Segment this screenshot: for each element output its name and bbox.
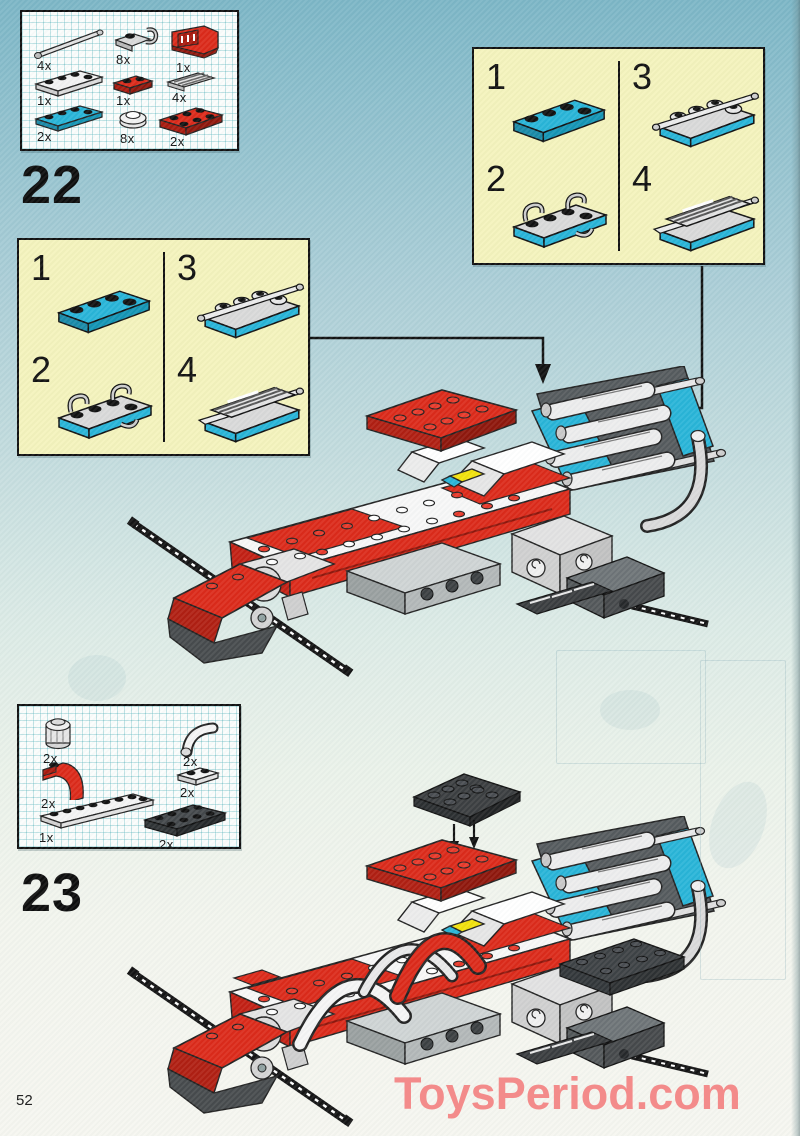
substeps-divider [163,252,165,442]
part-dark-plate-2x4: 2x [141,794,233,852]
substep-number: 4 [632,158,653,199]
part-qty: 1x [176,60,191,75]
substep-1-assembly-icon [506,77,614,149]
ghost-bleedthrough-blob [600,690,660,730]
part-qty: 8x [116,52,131,67]
part-qty: 1x [116,93,131,108]
page-edge-shadow [791,0,800,1136]
part-qty: 1x [37,93,52,108]
parts-box-step23: 2x 2x 2x 2x [17,704,241,852]
clip-plate-icon [114,27,159,52]
placement-plate-step23 [412,773,522,853]
part-qty: 2x [183,754,198,769]
part-qty: 2x [159,837,174,852]
antenna-rod-icon [34,29,104,59]
substep-3: 3 [169,250,307,350]
part-qty: 2x [43,751,58,766]
step-number-23: 23 [21,863,84,923]
substep-3-assembly-icon [197,268,309,342]
part-white-plate-1x2: 2x [174,761,226,800]
substep-number: 2 [486,158,507,199]
part-red-arch-brick: 2x [37,756,93,811]
substeps-box-left: 1 3 2 4 [17,238,310,456]
model-illustration-step22 [112,366,732,686]
part-qty: 1x [39,830,54,845]
red-plate-2x3-icon [157,107,225,136]
substep-1-assembly-icon [51,268,159,340]
part-red-bracket: 1x [164,20,226,75]
parts-box-step22: 4x 8x 1x [20,10,239,151]
part-blue-plate-1x4: 2x [32,100,110,144]
grille-tile-icon [165,72,217,92]
hose-elbow-icon [180,722,219,758]
step-number-22: 22 [21,155,84,215]
round-brick-1x1-icon [45,718,71,750]
part-qty: 8x [120,131,135,146]
substep-number: 1 [31,247,52,288]
substep-2: 2 [23,352,161,452]
red-plate-1x2-icon [112,75,154,95]
substep-1: 1 [23,250,161,350]
part-red-plate-2x3: 2x [156,98,230,149]
part-qty: 2x [170,134,185,149]
substeps-divider [618,61,620,251]
substep-number: 3 [177,247,198,288]
part-clip-plate: 8x [110,22,164,67]
substep-number: 4 [177,349,198,390]
substep-number: 1 [486,56,507,97]
dark-plate-2x4-icon [142,804,228,837]
round-plate-1x1-icon [119,110,147,129]
part-qty: 4x [172,90,187,105]
watermark-text: ToysPeriod.com [394,1068,741,1119]
part-white-plate-1x4: 1x [32,65,110,108]
page-number: 52 [16,1092,33,1109]
white-plate-1x8-icon [38,793,156,829]
substep-3-assembly-icon [652,77,764,151]
part-red-plate-1x2: 1x [110,68,160,108]
red-bracket-icon [171,25,219,59]
substeps-box-right: 1 3 2 4 [472,47,765,265]
substep-number: 3 [632,56,653,97]
substep-2-assembly-icon [506,179,616,253]
part-qty: 2x [41,796,56,811]
substep-1: 1 [478,59,616,159]
substep-number: 2 [31,349,52,390]
part-qty: 4x [37,58,52,73]
part-round-plate-1x1: 8x [116,106,152,146]
part-round-brick-1x1: 2x [39,713,81,766]
substep-2: 2 [478,161,616,261]
substep-3: 3 [624,59,762,159]
white-plate-1x2-icon [175,767,221,786]
white-plate-1x4-icon [33,70,105,97]
substep-4-assembly-icon [652,179,764,253]
part-qty: 2x [37,129,52,144]
part-qty: 2x [180,785,195,800]
substep-4: 4 [169,352,307,452]
substep-4: 4 [624,161,762,261]
part-white-plate-1x8: 1x [37,786,163,845]
part-hose-elbow: 2x [177,718,225,769]
part-antenna-rod: 4x [32,24,112,73]
part-grille-tile: 4x [164,67,220,105]
blue-plate-1x4-icon [33,105,105,132]
